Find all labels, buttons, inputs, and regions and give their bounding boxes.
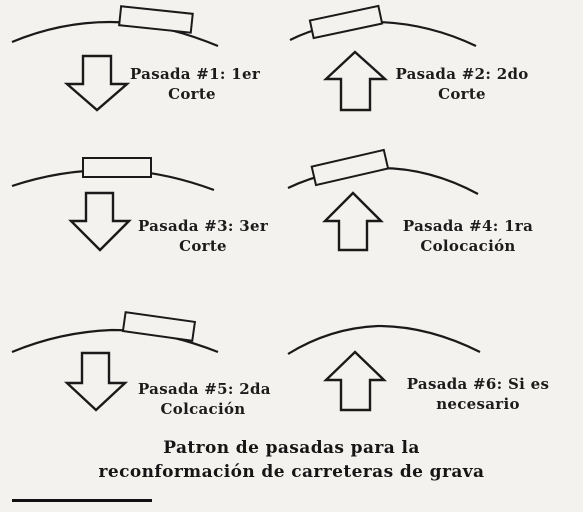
pass-6-label-line2: necesario: [436, 395, 520, 413]
pass-6-label-line1: Pasada #6: Si es: [406, 375, 550, 393]
up-arrow-icon: [323, 350, 387, 412]
pass-1-label-line2: Corte: [168, 85, 216, 103]
road-crown-6: [287, 324, 481, 355]
pass-2-label: Pasada #2: 2do Corte: [392, 64, 532, 104]
caption-line2: reconformación de carreteras de grava: [98, 462, 485, 482]
pass-1-label: Pasada #1: 1er Corte: [130, 64, 261, 104]
pass-2-panel: [289, 4, 477, 112]
road-crown-1: [11, 20, 219, 48]
pass-2-label-line1: Pasada #2: 2do: [395, 65, 529, 83]
pass-4-label-line1: Pasada #4: 1ra: [402, 217, 534, 235]
pass-3-panel: [11, 157, 215, 252]
grader-blade-5: [121, 311, 197, 342]
pass-5-label-line1: Pasada #5: 2da: [138, 380, 271, 398]
pass-4-label-line2: Colocación: [420, 237, 516, 255]
up-arrow-icon: [322, 50, 389, 112]
pass-5-label-line2: Colcación: [160, 400, 246, 418]
pass-3-label: Pasada #3: 3er Corte: [138, 216, 268, 256]
footnote-rule: [12, 499, 152, 502]
pass-1-panel: [11, 5, 219, 112]
pass-1-label-line1: Pasada #1: 1er: [130, 65, 261, 83]
pass-6-panel: [287, 324, 481, 412]
down-arrow-icon: [63, 54, 131, 112]
pass-2-label-line2: Corte: [438, 85, 486, 103]
caption-line1: Patron de pasadas para la: [163, 438, 420, 458]
pass-5-panel: [11, 311, 219, 412]
road-crown-5: [11, 328, 219, 354]
grader-blade-2: [308, 4, 384, 40]
pass-4-label: Pasada #4: 1ra Colocación: [398, 216, 538, 256]
grader-blade-1: [118, 5, 194, 34]
down-arrow-icon: [63, 351, 129, 412]
grader-blade-3: [82, 157, 152, 178]
pass-5-label: Pasada #5: 2da Colcación: [138, 379, 271, 419]
pass-3-label-line2: Corte: [179, 237, 227, 255]
down-arrow-icon: [68, 191, 132, 252]
grader-blade-4: [310, 148, 390, 187]
pass-6-label: Pasada #6: Si es necesario: [398, 374, 558, 414]
pass-4-panel: [287, 148, 479, 252]
pass-3-label-line1: Pasada #3: 3er: [138, 217, 269, 235]
figure-caption: Patron de pasadas para la reconformación…: [0, 436, 583, 484]
up-arrow-icon: [322, 191, 384, 252]
